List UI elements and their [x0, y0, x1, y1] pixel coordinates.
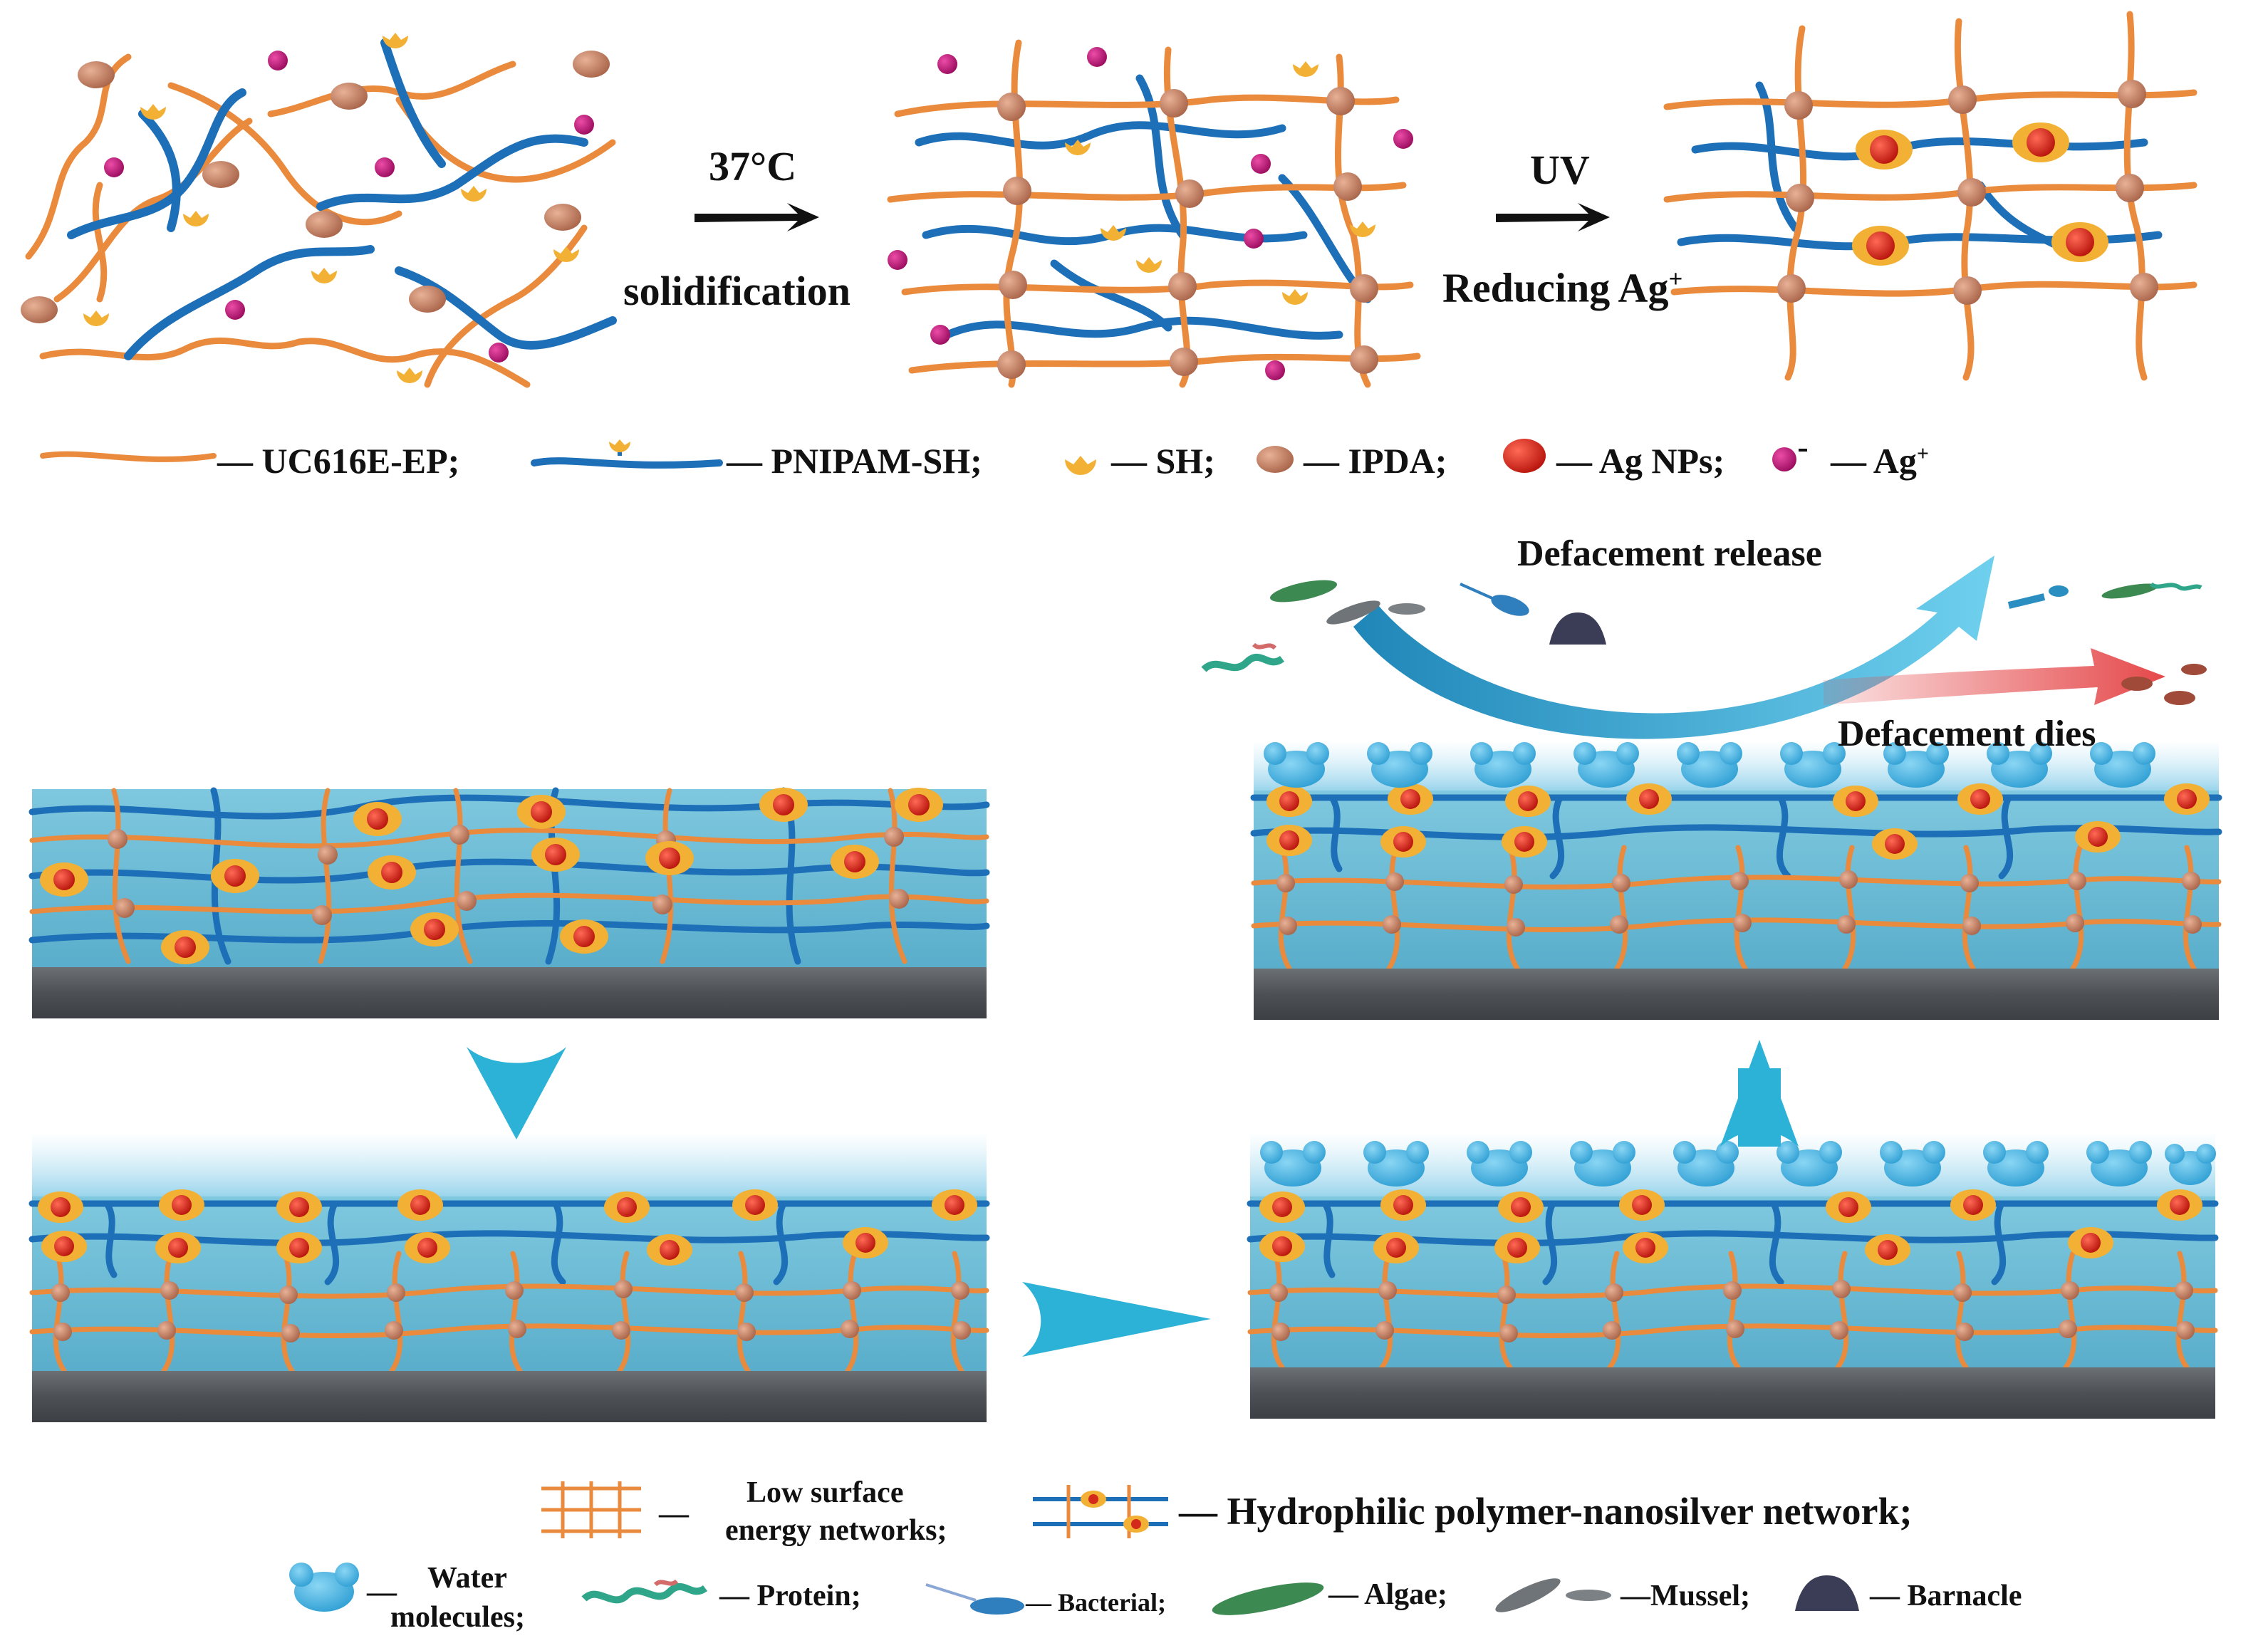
- arrow-right: [1022, 1282, 1211, 1357]
- panel-antifouling-surface: [1250, 741, 2222, 1020]
- legend-protein-label: — Protein;: [719, 1580, 861, 1612]
- legend-low-energy-line2: energy networks;: [725, 1514, 947, 1547]
- fouling-organisms: [1201, 580, 2207, 705]
- ipda-icon: [1257, 446, 1294, 473]
- legend-agnps-label: — Ag NPs;: [1556, 441, 1725, 481]
- bacterial-icon: [1491, 595, 1529, 616]
- mussel-icon: [1326, 600, 1380, 625]
- release-title: Defacement release: [1517, 533, 1822, 574]
- low-energy-network-icon: [541, 1481, 641, 1538]
- panel-initial-coating: [28, 787, 990, 1018]
- step2-process-label: Reducing Ag+: [1442, 264, 1683, 311]
- legend-low-energy-line1: Low surface: [747, 1476, 904, 1509]
- stage-2-crosslinked-network: [887, 39, 1421, 388]
- protein-legend-icon: [581, 1579, 707, 1604]
- legend-hydrophilic-label: — Hydrophilic polymer-nanosilver network…: [1179, 1490, 1913, 1533]
- panel-surface-rearranged: [28, 1132, 990, 1422]
- water-layer: [1264, 742, 2155, 788]
- release-arrows: [1353, 556, 2165, 739]
- water-layer: [1260, 1141, 2216, 1187]
- bacterial-legend-icon: [925, 1583, 1024, 1615]
- arrow-solidification: [695, 203, 819, 231]
- barnacle-legend-icon: [1795, 1575, 1859, 1611]
- legend-agion-label: — Ag+: [1831, 441, 1929, 481]
- hydrophilic-network-icon: [1033, 1485, 1168, 1538]
- legend-mussel-label: —Mussel;: [1621, 1580, 1750, 1612]
- algae-legend-icon: [1212, 1582, 1324, 1615]
- ag-ion-icon: [1772, 447, 1796, 471]
- barnacle-icon: [1549, 612, 1606, 645]
- mussel-legend-icon: [1495, 1578, 1611, 1612]
- step1-process-label: solidification: [623, 268, 851, 314]
- legend-bottom-icons: [289, 1481, 1859, 1615]
- substrate: [1254, 969, 2219, 1020]
- pnipam-chain-icon: [531, 457, 723, 469]
- legend-water-dash: —: [367, 1576, 397, 1609]
- water-molecule-icon: [289, 1563, 359, 1612]
- legend-top-icons: [40, 439, 1807, 475]
- legend-algae-label: — Algae;: [1328, 1578, 1447, 1611]
- ag-nps-icon: [1503, 439, 1546, 473]
- stage-3-nanosilver-network: [1663, 11, 2197, 381]
- panel-water-bound: [1247, 1132, 2219, 1419]
- uc616e-chain-icon: [40, 451, 217, 462]
- substrate: [32, 1371, 987, 1422]
- stage-1-random-chains: [21, 33, 617, 388]
- legend-bacterial-label: — Bacterial;: [1026, 1588, 1166, 1617]
- arrow-down: [467, 1047, 566, 1139]
- algae-icon: [1269, 580, 1338, 603]
- legend-water-line1: Water: [427, 1562, 507, 1595]
- step2-uv-label: UV: [1530, 147, 1590, 193]
- protein-icon: [1201, 653, 1284, 672]
- legend-uc616e-label: — UC616E-EP;: [217, 441, 460, 481]
- legend-ipda-label: — IPDA;: [1304, 441, 1447, 481]
- substrate: [32, 967, 987, 1018]
- legend-pnipam-label: — PNIPAM-SH;: [727, 441, 982, 481]
- substrate: [1250, 1367, 2215, 1419]
- arrow-up: [1720, 1040, 1799, 1147]
- legend-barnacle-label: — Barnacle: [1870, 1580, 2022, 1612]
- dies-title: Defacement dies: [1838, 714, 2096, 754]
- legend-water-line2: molecules;: [390, 1601, 525, 1634]
- arrow-uv-reduction: [1496, 203, 1610, 231]
- legend-sh-label: — SH;: [1111, 441, 1215, 481]
- step1-temperature-label: 37°C: [709, 143, 797, 189]
- legend-low-energy-dash: —: [659, 1498, 689, 1530]
- sh-icon: [1065, 456, 1096, 475]
